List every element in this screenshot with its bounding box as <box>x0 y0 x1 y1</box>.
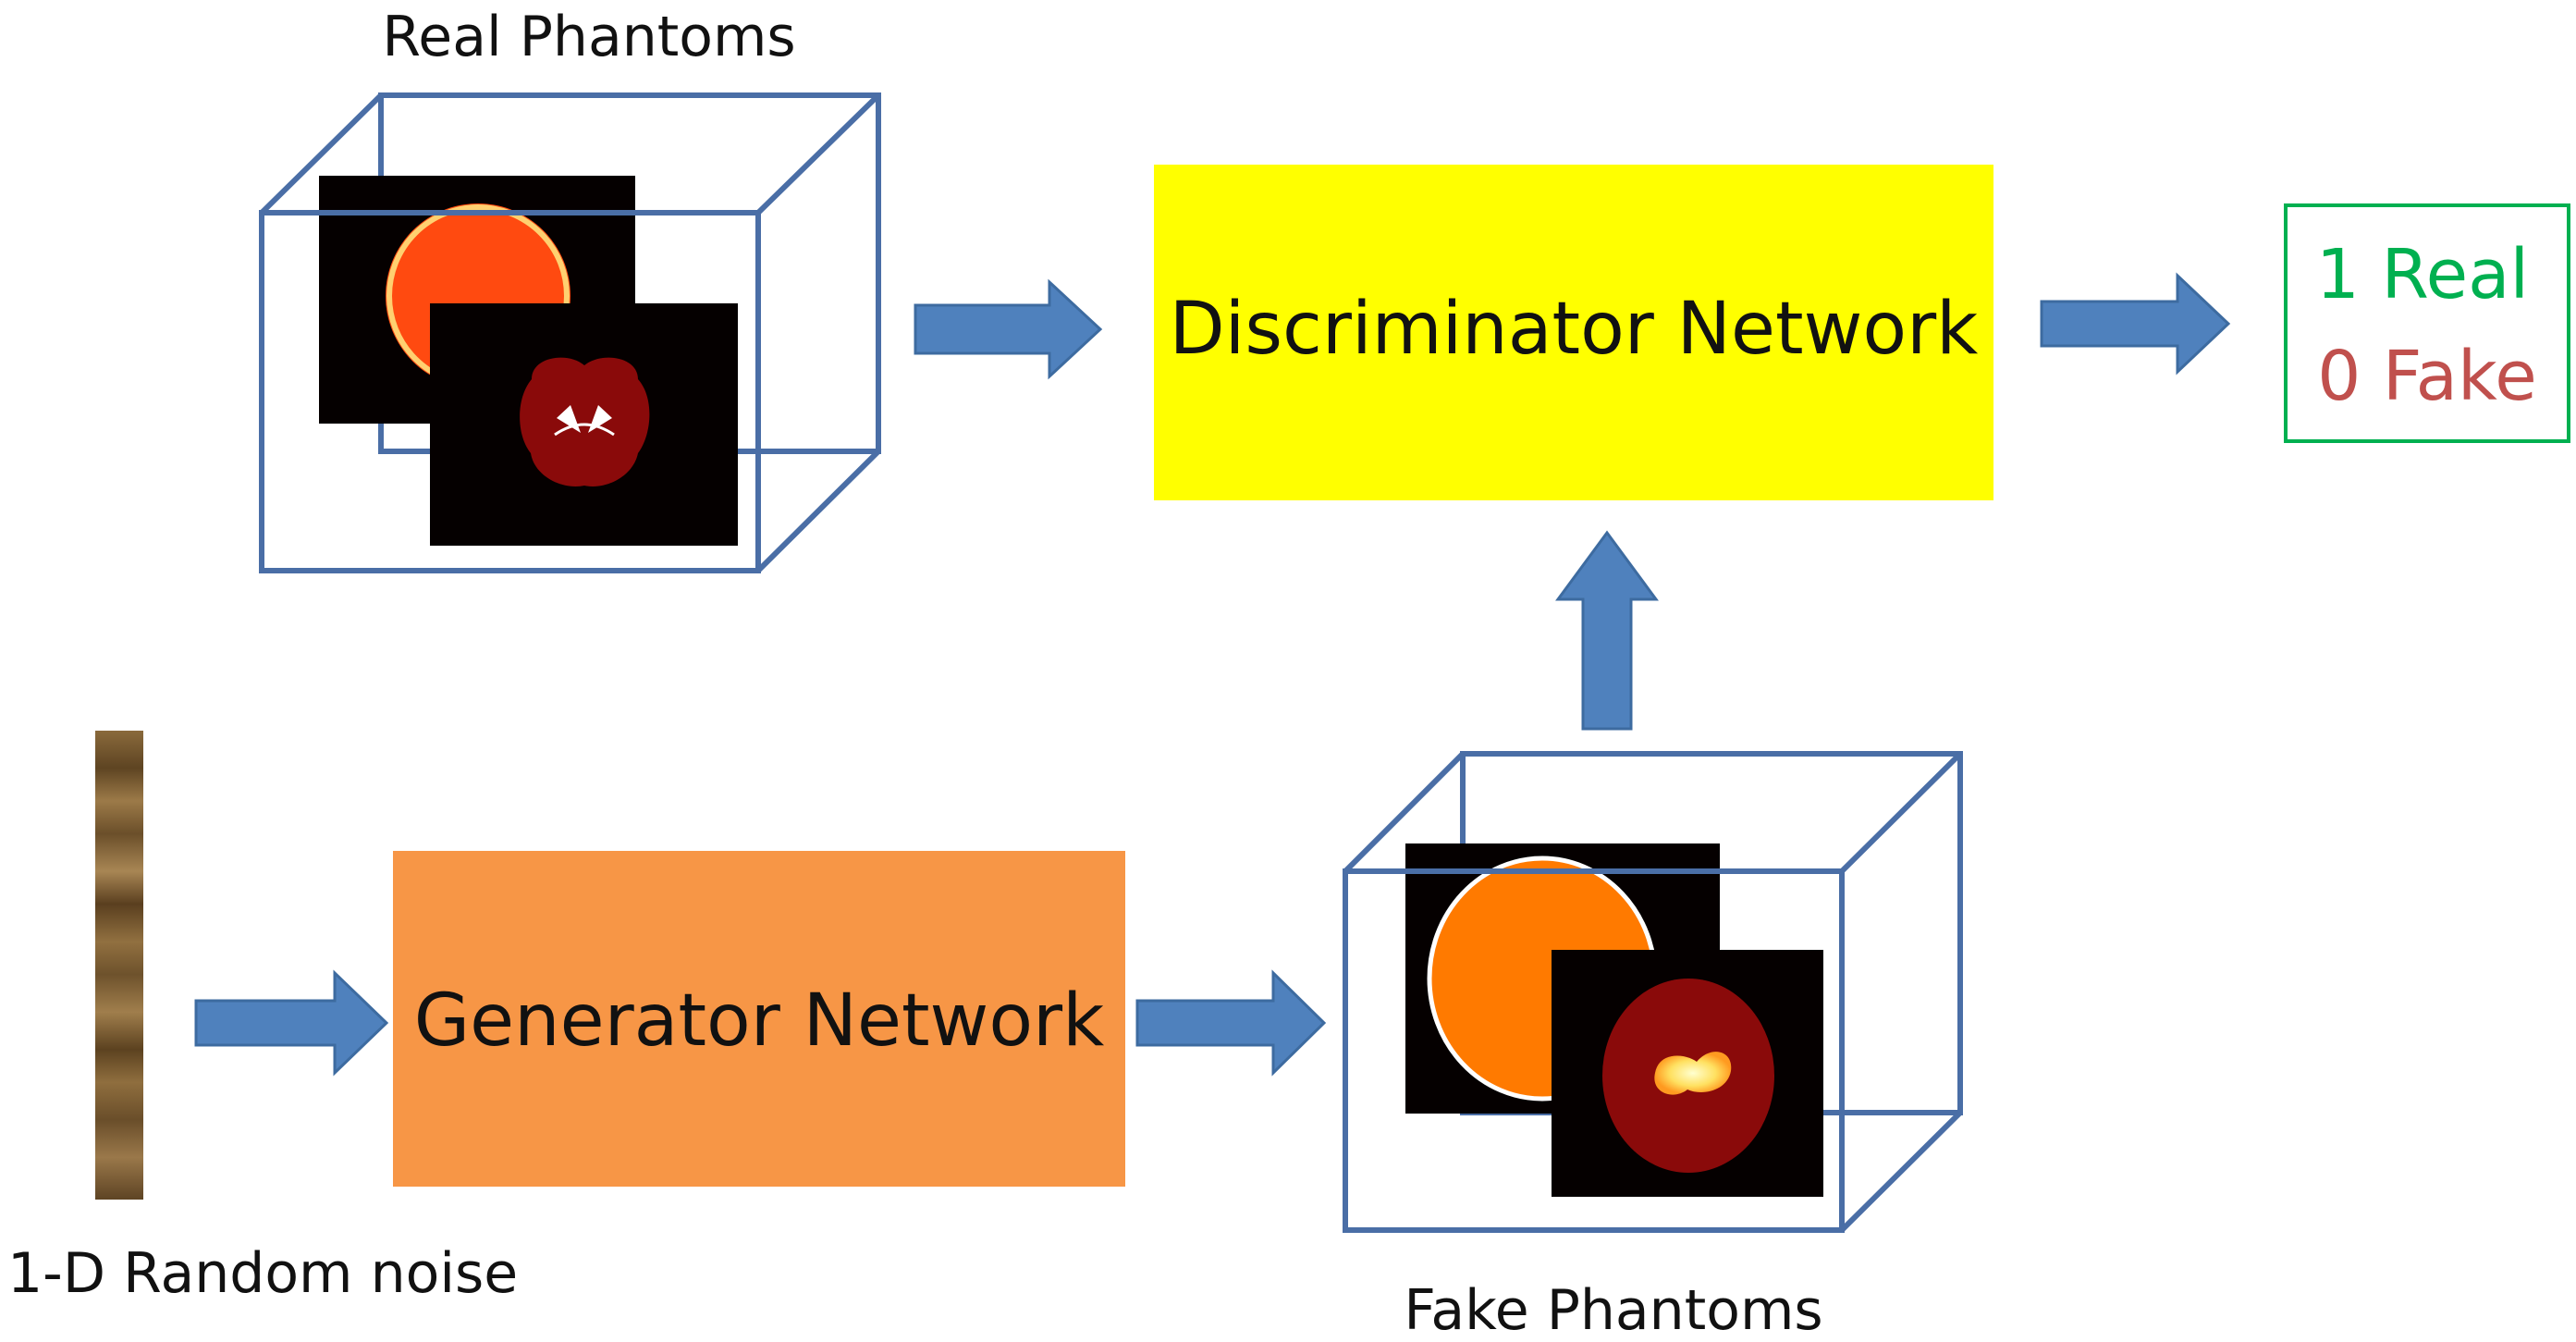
real-phantom-image-2 <box>430 303 738 546</box>
arrow-discriminator-to-output <box>2040 272 2231 376</box>
fake-phantom-image-2 <box>1552 950 1823 1197</box>
arrow-fake-to-discriminator <box>1555 530 1659 731</box>
real-phantoms-cube <box>259 92 881 573</box>
arrow-noise-to-generator <box>194 969 389 1077</box>
fake-phantoms-label: Fake Phantoms <box>1404 1278 1822 1342</box>
real-phantoms-label: Real Phantoms <box>382 5 795 69</box>
fake-phantoms-cube <box>1343 751 1963 1233</box>
random-noise-label: 1-D Random noise <box>7 1241 518 1306</box>
generator-network-box: Generator Network <box>393 851 1125 1187</box>
discriminator-network-box: Discriminator Network <box>1154 165 1993 500</box>
output-real-label: 1 Real <box>2316 235 2529 314</box>
output-box: 1 Real 0 Fake <box>2284 203 2570 443</box>
arrow-generator-to-fake <box>1135 969 1327 1077</box>
arrow-real-to-discriminator <box>914 278 1103 380</box>
random-noise-vector <box>95 731 143 1200</box>
generator-network-label: Generator Network <box>414 979 1105 1063</box>
output-fake-label: 0 Fake <box>2317 337 2536 416</box>
discriminator-network-label: Discriminator Network <box>1170 288 1979 371</box>
